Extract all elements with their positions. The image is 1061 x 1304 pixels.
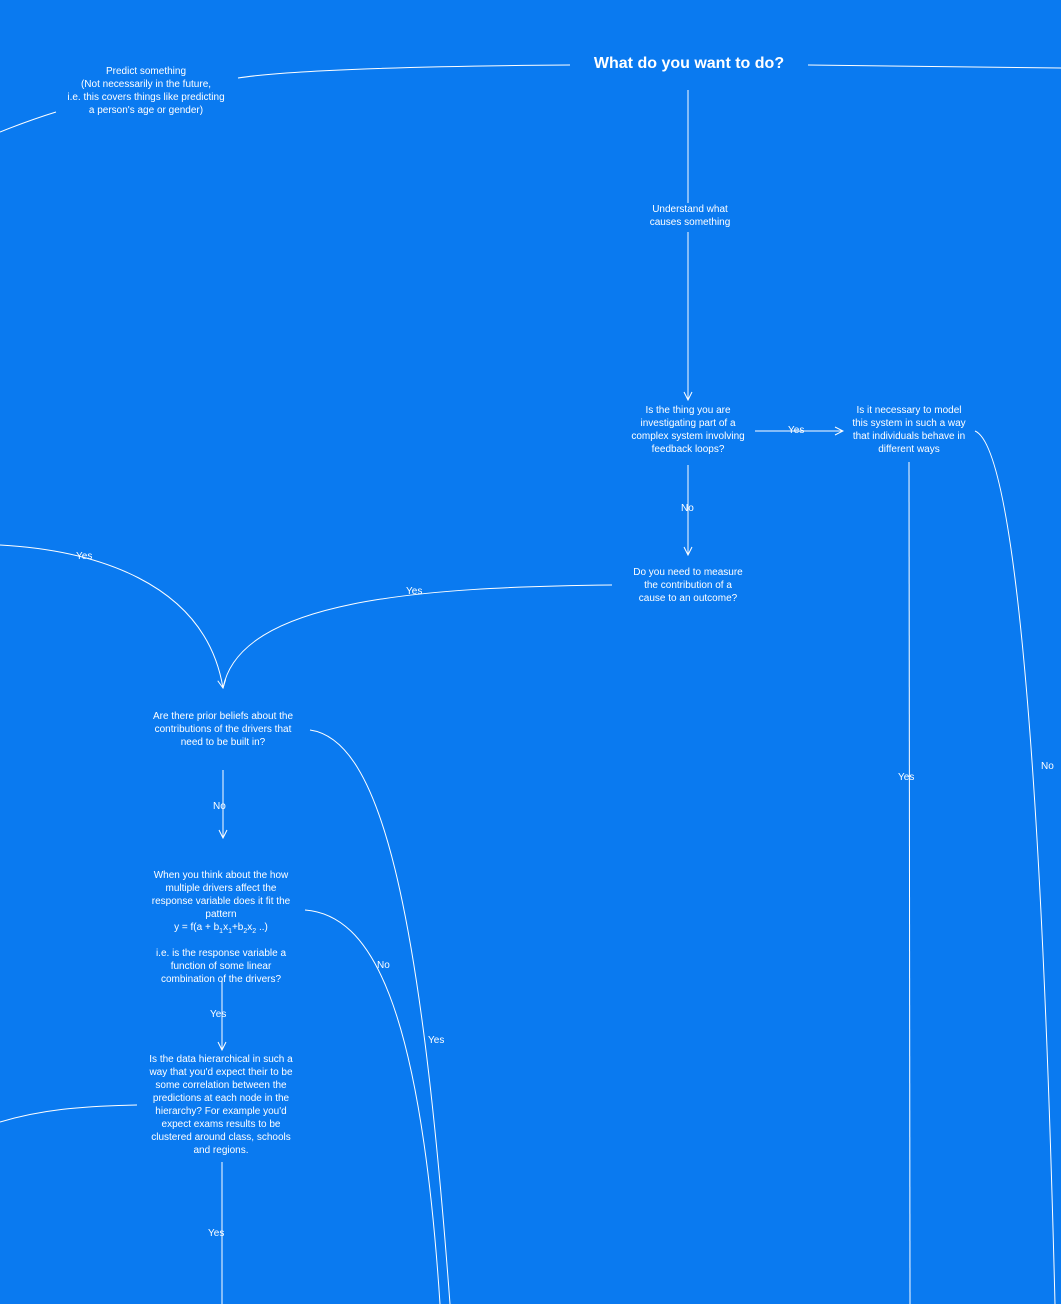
edge-label-pattern-no: No: [377, 960, 390, 971]
edge-label-prior-yes: Yes: [428, 1035, 445, 1046]
linear-formula: y = f(a + b1x1+b2x2 ..): [174, 922, 268, 935]
left-yes-curve: [0, 544, 223, 688]
drivers-pattern-outro: i.e. is the response variable a function…: [155, 948, 287, 985]
understand-node: Understand what causes something: [649, 204, 731, 228]
pattern-no-curve: [304, 909, 441, 1304]
predict-to-left-line: [0, 111, 57, 133]
drivers-pattern-node: When you think about the how multiple dr…: [135, 856, 307, 986]
complex-system-node: Is the thing you are investigating part …: [631, 405, 745, 455]
edge-label-hierarchical-yes: Yes: [208, 1228, 225, 1239]
predict-node: Predict something (Not necessarily in th…: [67, 66, 225, 116]
hierarchical-node: Is the data hierarchical in such a way t…: [149, 1054, 293, 1156]
model-individuals-node: Is it necessary to model this system in …: [852, 405, 966, 455]
edge-label-individuals-yes: Yes: [898, 772, 915, 783]
drivers-pattern-intro: When you think about the how multiple dr…: [151, 870, 291, 920]
main-question: What do you want to do?: [593, 55, 785, 72]
measure-yes-curve: [222, 584, 613, 689]
edge-label-complex-no: No: [681, 503, 694, 514]
edge-label-pattern-yes: Yes: [210, 1009, 227, 1020]
prior-beliefs-node: Are there prior beliefs about the contri…: [152, 711, 294, 748]
edge-label-complex-yes: Yes: [788, 425, 805, 436]
hierarchical-to-left-line: [0, 1104, 138, 1123]
prior-yes-curve: [309, 729, 451, 1304]
edge-label-left-yes: Yes: [76, 551, 93, 562]
edge-label-measure-yes: Yes: [406, 586, 423, 597]
individuals-no-curve: [974, 430, 1056, 1304]
edge-label-prior-no: No: [213, 801, 226, 812]
edge-label-individuals-no: No: [1041, 761, 1054, 772]
individuals-yes-line: [908, 461, 911, 1304]
measure-contribution-node: Do you need to measure the contribution …: [633, 567, 743, 604]
title-to-predict-line: [237, 64, 571, 79]
title-to-right-line: [807, 64, 1061, 69]
